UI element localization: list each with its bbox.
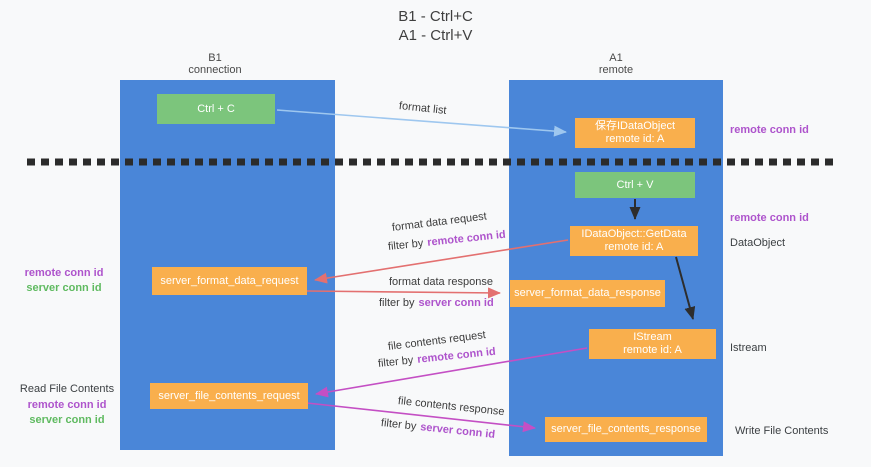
format-request-id-notes: remote conn id server conn id	[10, 266, 118, 296]
lane-header-b1: B1 connection	[155, 52, 275, 76]
diagram-title: B1 - Ctrl+C A1 - Ctrl+V	[0, 7, 871, 45]
remote-conn-id-note-left: remote conn id	[24, 267, 104, 279]
ctrl-v-box: Ctrl + V	[575, 172, 695, 198]
server-file-contents-response-box: server_file_contents_response	[545, 417, 707, 442]
server-file-contents-response-label: server_file_contents_response	[551, 423, 701, 435]
server-format-data-request-box: server_format_data_request	[152, 267, 307, 295]
file-request-id-notes: Read File Contents remote conn id server…	[12, 382, 122, 428]
istream-line2: remote id: A	[623, 344, 682, 356]
getdata-to-istream-arrow	[675, 256, 696, 320]
server-file-contents-request-label: server_file_contents_request	[158, 389, 300, 402]
getdata-box: IDataObject::GetData remote id: A	[570, 226, 698, 256]
ctrl-v-label: Ctrl + V	[616, 178, 654, 191]
lane-b1-subtitle: connection	[188, 64, 242, 76]
filter-by-text: filter by	[379, 297, 415, 309]
save-dataobject-line1: 保存IDataObject	[594, 120, 676, 132]
getdata-line1: IDataObject::GetData	[581, 228, 687, 240]
lane-header-a1: A1 remote	[556, 52, 676, 76]
server-conn-id-inline: server conn id	[418, 297, 494, 309]
server-format-data-response-box: server_format_data_response	[510, 280, 665, 307]
lane-a1-title: A1	[609, 52, 623, 64]
server-conn-id-note-bottom: server conn id	[29, 414, 105, 426]
remote-conn-id-note-top: remote conn id	[730, 124, 809, 136]
format-data-response-arrow	[306, 287, 501, 299]
lane-a1-subtitle: remote	[598, 64, 634, 76]
server-conn-id-note-left: server conn id	[26, 282, 102, 294]
getdata-line2: remote id: A	[604, 241, 664, 253]
diagram-title-line1: B1 - Ctrl+C	[398, 8, 473, 25]
read-file-contents-note: Read File Contents	[19, 383, 115, 395]
server-file-contents-request-box: server_file_contents_request	[150, 383, 308, 409]
remote-conn-id-note-mid: remote conn id	[730, 212, 809, 224]
ctrl-c-label: Ctrl + C	[197, 102, 235, 115]
remote-conn-id-note-bottom: remote conn id	[27, 399, 107, 411]
server-format-data-request-label: server_format_data_request	[160, 274, 299, 287]
format-data-request-arrow	[314, 239, 569, 284]
write-file-contents-note: Write File Contents	[735, 425, 829, 437]
istream-box: IStream remote id: A	[589, 329, 716, 359]
diagram-title-line2: A1 - Ctrl+V	[398, 27, 473, 44]
ctrl-c-box: Ctrl + C	[157, 94, 275, 124]
file-contents-request-arrow	[315, 347, 588, 398]
save-dataobject-box: 保存IDataObject remote id: A	[575, 118, 695, 148]
server-format-data-response-label: server_format_data_response	[514, 287, 661, 299]
istream-line1: IStream	[633, 331, 672, 343]
format-data-response-arrow-label: format data response	[389, 276, 493, 288]
file-contents-response-arrow	[306, 402, 536, 433]
dataobject-note: DataObject	[730, 237, 786, 249]
lane-b1-title: B1	[208, 52, 222, 64]
format-list-arrow	[276, 109, 567, 137]
istream-note: Istream	[730, 342, 767, 354]
save-dataobject-line2: remote id: A	[605, 133, 665, 145]
